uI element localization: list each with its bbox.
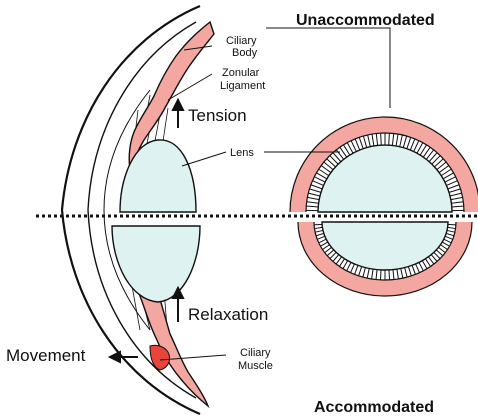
zonule-tick [451,197,463,199]
zonule-tick [308,193,320,196]
lens-schematic-bottom [298,222,472,296]
zonule-tick [451,202,463,204]
zonule-tick [407,137,411,148]
zonule-tick [445,177,456,182]
label-ciliary-muscle-1: Ciliary [240,347,271,359]
zonule-tick [363,268,365,278]
zonule-tick [444,239,451,243]
zonule-tick [392,133,393,145]
zonule-tick [450,193,462,196]
zonule-tick [393,270,394,280]
zonule-tick [403,136,406,148]
label-ciliary-body-2: Body [232,47,258,59]
zonule-tick [389,270,390,280]
zonule-tick [347,262,351,270]
label-zonular-2: Ligament [220,80,265,92]
zonule-tick [320,242,327,246]
zonule-tick [425,259,430,267]
zonule-tick [339,259,344,267]
zonule-tick [440,245,447,250]
lens-circle-bottom [322,222,448,270]
zonule-tick [333,255,339,262]
zonule-tick [306,206,318,207]
label-accommodated: Accommodated [314,399,434,416]
zonule-tick [359,267,362,276]
zonule-tick [405,268,407,278]
zonule-tick [343,261,348,269]
zonule-tick [330,252,336,258]
zonule-tick [363,136,366,148]
zonule-tick [447,230,455,232]
label-tension: Tension [188,106,247,125]
label-relaxation: Relaxation [188,305,268,324]
zonule-tick [307,197,319,199]
zonule-tick [367,268,369,278]
zonule-tick [412,265,415,274]
zonule-tick [442,242,449,246]
zonule-tick [448,227,456,228]
zonule-tick [389,133,390,145]
zonule-tick [408,267,411,276]
zonule-tick [322,245,329,250]
zonule-tick [396,134,398,146]
zonule-tick [368,135,371,147]
zonule-tick [448,185,459,189]
zonule-tick [307,202,319,204]
zonule-tick [372,269,374,279]
zonule-tick [316,233,324,235]
zonule-tick [314,227,322,228]
zonule-tick [314,177,325,182]
zonule-tick [312,181,323,186]
zonule-tick [325,247,332,252]
zonule-tick [416,264,420,273]
lens-schematic-top [290,117,478,212]
zonule-tick [355,265,358,274]
zonule-tick [428,257,434,264]
zonule-tick [422,261,427,269]
zonule-tick [319,239,326,243]
zonule-tick [400,135,403,147]
zonule-tick [372,134,374,146]
zonule-tick [447,181,458,186]
zonule-tick [452,206,464,207]
zonule-tick [355,139,360,150]
label-zonular-1: Zonular [222,67,260,79]
zonule-tick [311,185,322,189]
zonule-tick [376,133,377,145]
zonule-tick [436,250,443,256]
zonule-tick [376,270,377,280]
lens-circle-top [318,145,452,212]
zonule-tick [381,133,382,145]
zonule-tick [327,250,334,256]
zonule-tick [381,270,382,280]
zonule-tick [315,230,323,232]
lens-bottom [112,226,200,302]
label-unaccommodated: Unaccommodated [296,12,435,29]
zonule-tick [434,252,440,258]
zonule-tick [410,139,415,150]
zonule-tick [317,236,325,239]
zonule-tick [438,247,445,252]
zonule-tick [397,269,399,279]
zonule-tick [336,257,342,264]
label-movement: Movement [6,346,86,365]
label-lens: Lens [230,147,254,159]
zonule-tick [359,137,363,148]
zonule-tick [445,236,453,239]
zonule-tick [449,189,460,193]
zonule-tick [414,141,419,152]
zonule-tick [419,262,423,270]
label-ciliary-muscle-2: Muscle [238,360,273,372]
zonule-tick [401,268,403,278]
zonule-tick [446,233,454,235]
zonule-tick [351,141,356,152]
zonule-tick [309,189,320,193]
zonule-tick [431,255,437,262]
label-ciliary-body-1: Ciliary [226,35,257,47]
zonule-tick [351,264,355,273]
